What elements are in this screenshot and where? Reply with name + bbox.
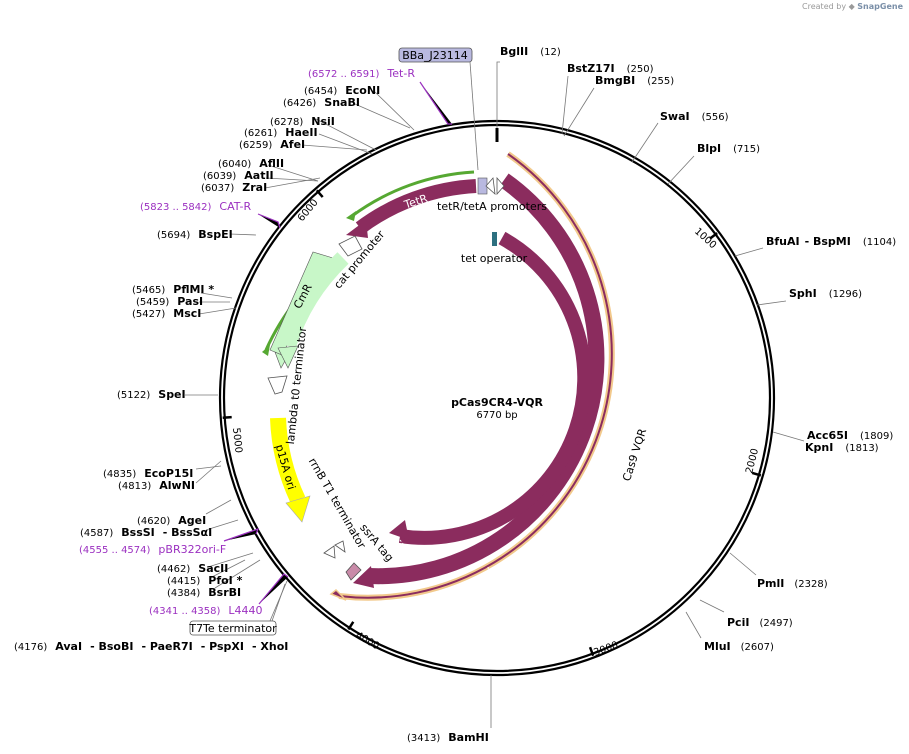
tick-mark-2000 [751, 471, 762, 477]
site-haeii[interactable]: (6261)HaeII [244, 126, 318, 139]
site-bfuai[interactable]: BfuAI- BspMI(1104) [766, 235, 896, 248]
site-zrai[interactable]: (6037)ZraI [201, 181, 267, 194]
tet-promoter-left-arrow [485, 177, 496, 196]
tick-mark-6000 [315, 189, 324, 198]
snapgene-logo-icon: ◆ [848, 2, 855, 11]
tick-label-3000: 3000 [592, 640, 620, 659]
p15a-ori-label: p15A ori [273, 443, 298, 491]
tet-promoter-right-arrow [496, 176, 505, 196]
plasmid-length: 6770 bp [476, 410, 517, 421]
site-bsssi[interactable]: (4587)BssSI- BssSαI [80, 526, 212, 539]
boxed-feature-t7te[interactable]: T7Te terminator [188, 620, 277, 636]
credit-brand: SnapGene [857, 2, 903, 11]
tick-mark-5000 [222, 415, 232, 420]
site-blpi[interactable]: BlpI(715) [697, 142, 760, 155]
primer-ticks [223, 81, 452, 605]
tetr-arrowhead [346, 220, 368, 238]
site-nsii[interactable]: (6278)NsiI [270, 115, 335, 128]
cas9-vqr-dash-1 [487, 566, 491, 581]
lambda-t0-arrow [267, 375, 288, 395]
site-ecop15i[interactable]: (4835)EcoP15I [103, 467, 193, 480]
snapgene-credit: Created by ◆ SnapGene [802, 2, 903, 11]
site-pcii[interactable]: PciI(2497) [727, 616, 793, 629]
rrnb-t1-arrow-2 [334, 540, 346, 553]
site-bspei[interactable]: (5694)BspEI [157, 228, 233, 241]
site-pasi[interactable]: (5459)PasI [136, 295, 203, 308]
site-pfoi[interactable]: (4415)PfoI * [167, 574, 243, 587]
site-mlui[interactable]: MluI(2607) [704, 640, 774, 653]
site-snabi[interactable]: (6426)SnaBI [283, 96, 360, 109]
tet-operator-block [492, 232, 497, 246]
tick-mark-3000 [588, 646, 595, 657]
cas9-outline-core [338, 153, 613, 599]
cas9-vqr-arrowhead [389, 520, 409, 540]
site-avai-group[interactable]: (4176)AvaI- BsoBI- PaeR7I- PspXI- XhoI [14, 640, 288, 653]
tick-mark-4000 [347, 621, 355, 631]
tet-promoters-label: tetR/tetA promoters [437, 200, 547, 213]
site-msci[interactable]: (5427)MscI [132, 307, 201, 320]
p15a-ori-arrowhead [285, 495, 311, 523]
site-bglii[interactable]: BglII(12) [500, 45, 561, 58]
site-aatii[interactable]: (6039)AatII [203, 169, 274, 182]
cmr-arrowhead [277, 345, 299, 369]
ssra-tag-block [345, 562, 362, 581]
site-acc65i[interactable]: Acc65I(1809) [807, 429, 893, 442]
cas9-arrow[interactable] [368, 173, 605, 585]
site-pflmi[interactable]: (5465)PflMI * [132, 283, 214, 296]
site-alwni[interactable]: (4813)AlwNI [118, 479, 195, 492]
site-swai[interactable]: SwaI(556) [660, 110, 729, 123]
credit-prefix: Created by [802, 2, 847, 11]
tetr-green-arrowhead [346, 211, 356, 221]
p15a-ori-arrow[interactable] [270, 417, 306, 504]
primer-l4440[interactable]: (4341 .. 4358)L4440 [149, 604, 263, 617]
site-sphi[interactable]: SphI(1296) [789, 287, 862, 300]
rrnb-t1-label: rrnB T1 terminator [306, 456, 369, 552]
cas9-label: Cas9 [694, 465, 712, 494]
tetr-green-arc [351, 170, 475, 218]
tick-label-1000: 1000 [692, 226, 718, 251]
cmr-green-arrowhead [262, 345, 270, 356]
plasmid-name: pCas9CR4-VQR [451, 396, 543, 409]
cat-promoter-arrow [338, 235, 363, 257]
cmr-arrow[interactable] [280, 252, 349, 349]
site-agei[interactable]: (4620)AgeI [137, 514, 206, 527]
primer-pbr322ori-f[interactable]: (4555 .. 4574)pBR322ori-F [79, 543, 226, 556]
site-bamhi[interactable]: (3413)BamHI [407, 731, 489, 744]
tick-marks [222, 189, 762, 657]
site-spei[interactable]: (5122)SpeI [117, 388, 186, 401]
t7te-terminator-label: T7Te terminator [188, 622, 277, 635]
site-bstz17i[interactable]: BstZ17I(250) [567, 62, 654, 75]
site-econi[interactable]: (6454)EcoNI [304, 84, 380, 97]
cas9-outline-arrowhead [329, 588, 347, 601]
site-afei[interactable]: (6259)AfeI [239, 138, 305, 151]
bba-j23114-label: BBa_J23114 [402, 49, 468, 62]
tick-label-5000: 5000 [230, 427, 244, 453]
enzyme-labels: BglII(12) BstZ17I(250) BmgBI(255) SwaI(5… [14, 45, 896, 744]
tick-label-2000: 2000 [744, 447, 761, 474]
cas9-vqr-arrow[interactable] [398, 231, 592, 545]
site-bmgbi[interactable]: BmgBI(255) [595, 74, 674, 87]
tetr-arrow[interactable] [355, 179, 477, 234]
tick-label-4000: 4000 [354, 630, 382, 652]
tet-operator-label: tet operator [461, 252, 528, 265]
site-aflii[interactable]: (6040)AflII [218, 157, 284, 170]
site-kpni[interactable]: KpnI(1813) [805, 441, 879, 454]
cas9-vqr-label: Cas9 VQR [620, 427, 649, 483]
primer-cat-r[interactable]: (5823 .. 5842)CAT-R [140, 200, 251, 213]
primer-tet-r[interactable]: (6572 .. 6591)Tet-R [308, 67, 415, 80]
tick-mark-1000 [709, 232, 718, 240]
cas9-arrowhead [353, 566, 374, 588]
site-sacii[interactable]: (4462)SacII [157, 562, 228, 575]
site-pmli[interactable]: PmlI(2328) [757, 577, 828, 590]
boxed-feature-bba-j23114[interactable]: BBa_J23114 [398, 47, 473, 63]
primer-labels: (6572 .. 6591)Tet-R (5823 .. 5842)CAT-R … [79, 67, 415, 617]
site-bsrbi[interactable]: (4384)BsrBI [167, 586, 241, 599]
rrnb-t1-arrow [323, 545, 336, 559]
